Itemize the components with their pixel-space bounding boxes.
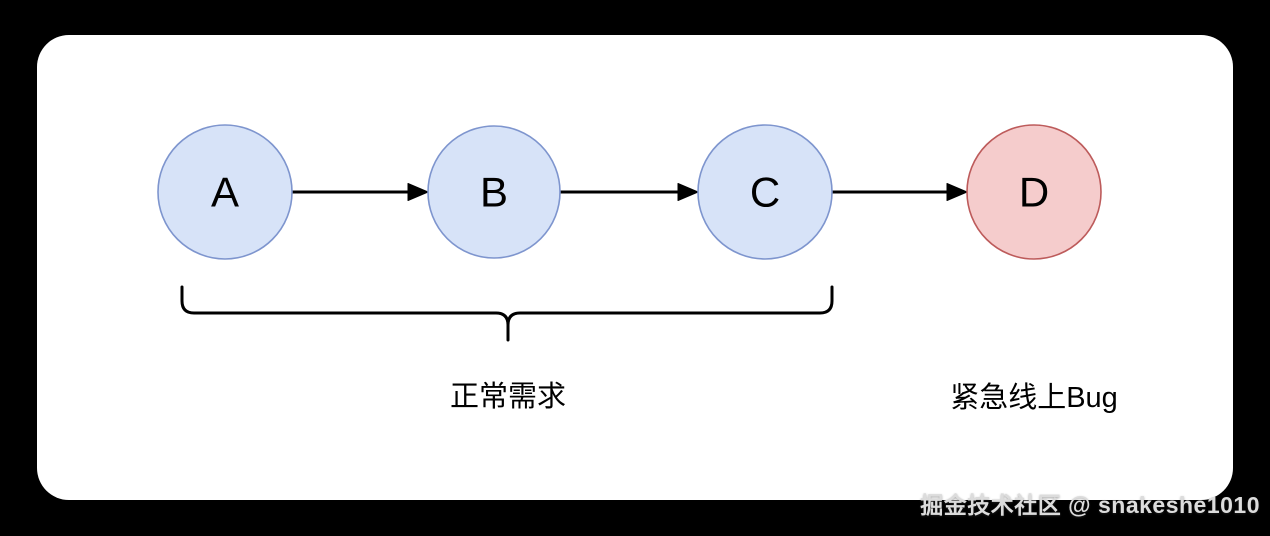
arrowhead-icon (946, 183, 968, 201)
arrow-c-to-d (832, 183, 968, 201)
arrow-a-to-b (292, 183, 429, 201)
node-c: C (697, 124, 833, 260)
node-d-circle (966, 124, 1102, 260)
node-c-label: C (750, 169, 780, 216)
brace-normal-scope (180, 285, 834, 342)
label-urgent-online-bug: 紧急线上Bug (950, 381, 1118, 414)
node-d-label: D (1019, 169, 1049, 216)
arrow-b-to-c (560, 183, 699, 201)
flow-diagram: A B C D 正常需求 紧急线上Bug (157, 124, 1118, 414)
node-b-circle (427, 125, 561, 259)
arrowhead-icon (407, 183, 429, 201)
arrowhead-icon (677, 183, 699, 201)
node-d: D (966, 124, 1102, 260)
node-c-circle (697, 124, 833, 260)
label-normal-requirement: 正常需求 (450, 380, 566, 413)
node-b: B (427, 125, 561, 259)
watermark-text: 掘金技术社区 @ snakeshe1010 (920, 492, 1260, 518)
node-a-circle (157, 124, 293, 260)
node-b-label: B (480, 169, 508, 216)
node-a: A (157, 124, 293, 260)
diagram-card: A B C D 正常需求 紧急线上Bug (37, 35, 1233, 500)
node-a-label: A (211, 169, 239, 216)
